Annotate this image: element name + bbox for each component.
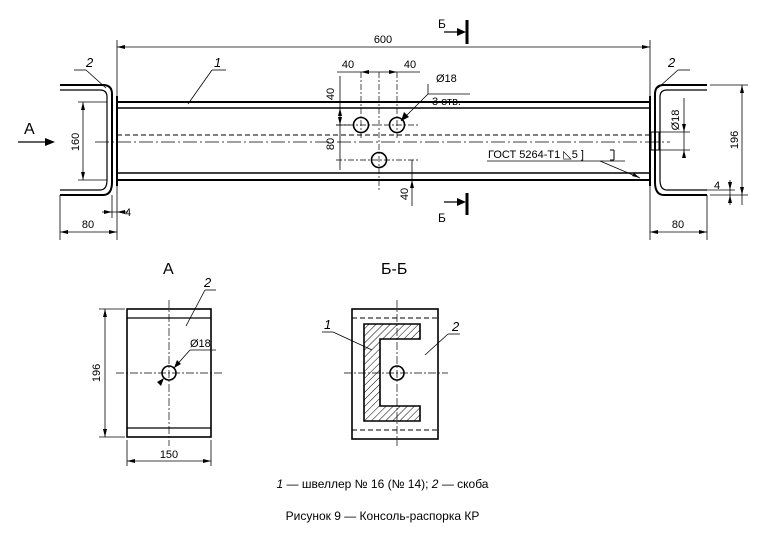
left-bracket-inner: [60, 89, 108, 191]
main-view: [18, 20, 748, 240]
part-2-label-left: 2: [85, 55, 94, 70]
section-mark-bottom: Б: [438, 211, 446, 225]
section-mark-top: Б: [438, 17, 446, 31]
section-part-2: 2: [451, 319, 460, 334]
right-bracket-inner: [659, 89, 707, 191]
view-a: [99, 289, 222, 466]
section-bb-title: Б-Б: [381, 261, 407, 278]
view-a-mark: А: [24, 121, 35, 138]
part-2-label-right: 2: [667, 55, 676, 70]
view-a-dim-height: 196: [91, 364, 103, 382]
dim-spacing-top-left: 40: [342, 59, 354, 71]
legend-item1-num: 1: [276, 477, 284, 491]
dim-flange-left: 80: [82, 219, 94, 231]
section-part-1: 1: [324, 317, 331, 332]
dim-thickness-left: 4: [125, 207, 131, 219]
dim-hole-right: Ø18: [670, 110, 682, 131]
dim-vert-80: 80: [325, 138, 337, 150]
view-a-dim-width: 150: [160, 449, 178, 461]
view-a-title: А: [163, 261, 174, 278]
parts-legend: 1 — швеллер № 16 (№ 14); 2 — скоба: [0, 477, 765, 491]
figure-caption: Рисунок 9 — Консоль-распорка КР: [285, 509, 480, 523]
legend-item1-text: — швеллер № 16 (№ 14);: [283, 477, 432, 491]
view-a-part-2: 2: [203, 275, 212, 290]
right-bracket-hole: [650, 131, 660, 151]
hole-callout-diameter: Ø18: [436, 73, 457, 85]
dim-overall-length: 600: [374, 34, 392, 46]
hole-callout-count: 3 отв.: [432, 96, 461, 108]
dim-spacing-top-right: 40: [404, 59, 416, 71]
weld-note: ГОСТ 5264-Т1 ◺5 ]: [488, 149, 584, 161]
view-a-dim-hole: Ø18: [190, 338, 211, 350]
section-bb: [322, 300, 460, 446]
dim-height-160: 160: [70, 133, 82, 151]
part-1-label: 1: [214, 55, 221, 70]
right-bracket: [654, 84, 707, 196]
legend-item2-num: 2: [431, 477, 439, 491]
left-bracket: [60, 84, 113, 196]
dim-flange-right: 80: [672, 219, 684, 231]
dim-thickness-right: 4: [714, 180, 720, 192]
dim-vert-40-bottom: 40: [399, 188, 411, 200]
legend-item2-text: — скоба: [438, 477, 489, 491]
dim-vert-40-top: 40: [325, 88, 337, 100]
dim-height-196: 196: [729, 131, 741, 149]
channel-section: [363, 323, 421, 422]
